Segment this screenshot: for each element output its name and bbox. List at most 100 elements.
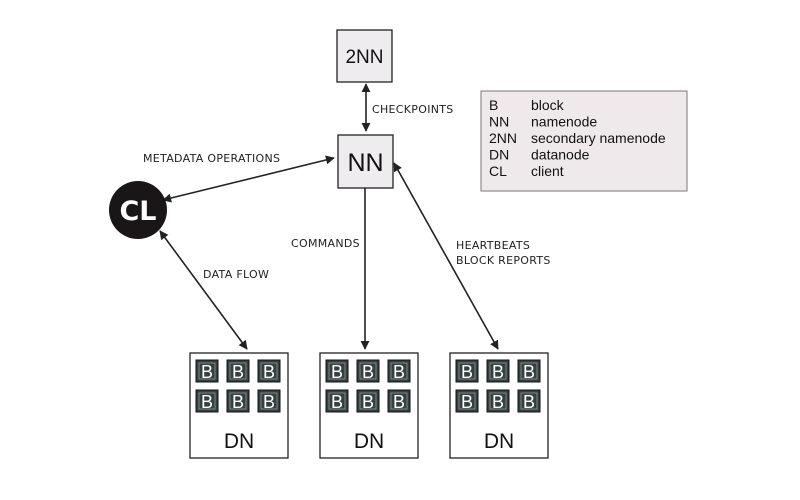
block-inner-frame	[198, 392, 216, 410]
block: B	[517, 359, 541, 383]
data-flow-label: DATA FLOW	[203, 268, 269, 281]
block-inner-frame	[328, 392, 346, 410]
legend-abbr: NN	[489, 114, 509, 130]
block-inner-frame	[390, 392, 408, 410]
block: B	[325, 359, 349, 383]
data-flow-edge	[159, 230, 248, 350]
block-square	[325, 359, 349, 383]
block-label: B	[331, 362, 343, 382]
block: B	[455, 389, 479, 413]
block-square	[325, 389, 349, 413]
block-label: B	[492, 362, 504, 382]
block-square	[257, 359, 281, 383]
legend-box	[480, 90, 688, 192]
legend-meaning: client	[531, 163, 564, 179]
block-label: B	[393, 392, 405, 412]
block-label: B	[331, 392, 343, 412]
checkpoints-label: CHECKPOINTS	[372, 103, 454, 116]
legend-abbr: B	[489, 97, 498, 113]
secondary-namenode-node: 2NN	[336, 29, 393, 83]
block: B	[195, 359, 219, 383]
block-label: B	[263, 362, 275, 382]
block-inner-frame	[520, 392, 538, 410]
legend-meaning: block	[531, 97, 565, 113]
legend-item: NN namenode	[489, 114, 597, 130]
block-square	[195, 359, 219, 383]
legend-meaning: secondary namenode	[531, 130, 666, 146]
datanode-label: DN	[354, 430, 384, 453]
block: B	[257, 359, 281, 383]
block: B	[226, 359, 250, 383]
block-label: B	[523, 362, 535, 382]
block-square	[226, 359, 250, 383]
heartbeats-label: HEARTBEATS	[456, 239, 530, 252]
block-inner-frame	[359, 392, 377, 410]
client-label: CL	[119, 196, 156, 227]
legend-abbr: CL	[489, 163, 507, 179]
block: B	[455, 359, 479, 383]
block-inner-frame	[260, 362, 278, 380]
edges	[159, 83, 499, 350]
legend-item: CL client	[489, 163, 564, 179]
block-reports-label: BLOCK REPORTS	[456, 254, 551, 267]
namenode-node: NN	[337, 134, 394, 189]
block-label: B	[232, 392, 244, 412]
legend-abbr: DN	[489, 147, 509, 163]
block-square	[226, 389, 250, 413]
block-inner-frame	[520, 362, 538, 380]
block-square	[455, 359, 479, 383]
metadata-operations-label: METADATA OPERATIONS	[143, 152, 280, 165]
block-inner-frame	[359, 362, 377, 380]
block: B	[486, 359, 510, 383]
edge-labels: CHECKPOINTS METADATA OPERATIONS COMMANDS…	[143, 103, 551, 281]
block: B	[387, 389, 411, 413]
block-inner-frame	[390, 362, 408, 380]
block: B	[325, 389, 349, 413]
legend-item: DN datanode	[489, 147, 590, 163]
secondary-namenode-label: 2NN	[345, 47, 383, 68]
client-circle	[109, 181, 167, 239]
block: B	[517, 389, 541, 413]
block-label: B	[492, 392, 504, 412]
block-inner-frame	[458, 362, 476, 380]
block: B	[257, 389, 281, 413]
client-node: CL	[109, 181, 167, 239]
block-inner-frame	[198, 362, 216, 380]
block: B	[486, 389, 510, 413]
block-square	[356, 359, 380, 383]
namenode-label: NN	[347, 149, 383, 177]
block-label: B	[362, 362, 374, 382]
block-square	[195, 389, 219, 413]
block-square	[486, 359, 510, 383]
block-label: B	[523, 392, 535, 412]
legend-meaning: namenode	[531, 114, 597, 130]
datanode-label: DN	[484, 430, 514, 453]
namenode-box	[337, 134, 394, 189]
block-square	[356, 389, 380, 413]
legend-meaning: datanode	[531, 147, 590, 163]
block-inner-frame	[328, 362, 346, 380]
block: B	[226, 389, 250, 413]
secondary-namenode-box	[336, 29, 393, 83]
block-label: B	[263, 392, 275, 412]
block-label: B	[232, 362, 244, 382]
block-square	[517, 389, 541, 413]
block-label: B	[393, 362, 405, 382]
block: B	[387, 359, 411, 383]
block-inner-frame	[458, 392, 476, 410]
block-inner-frame	[229, 392, 247, 410]
block-inner-frame	[489, 392, 507, 410]
block-square	[387, 359, 411, 383]
block: B	[195, 389, 219, 413]
block-label: B	[461, 362, 473, 382]
block-square	[257, 389, 281, 413]
metadata-operations-edge	[162, 155, 335, 203]
